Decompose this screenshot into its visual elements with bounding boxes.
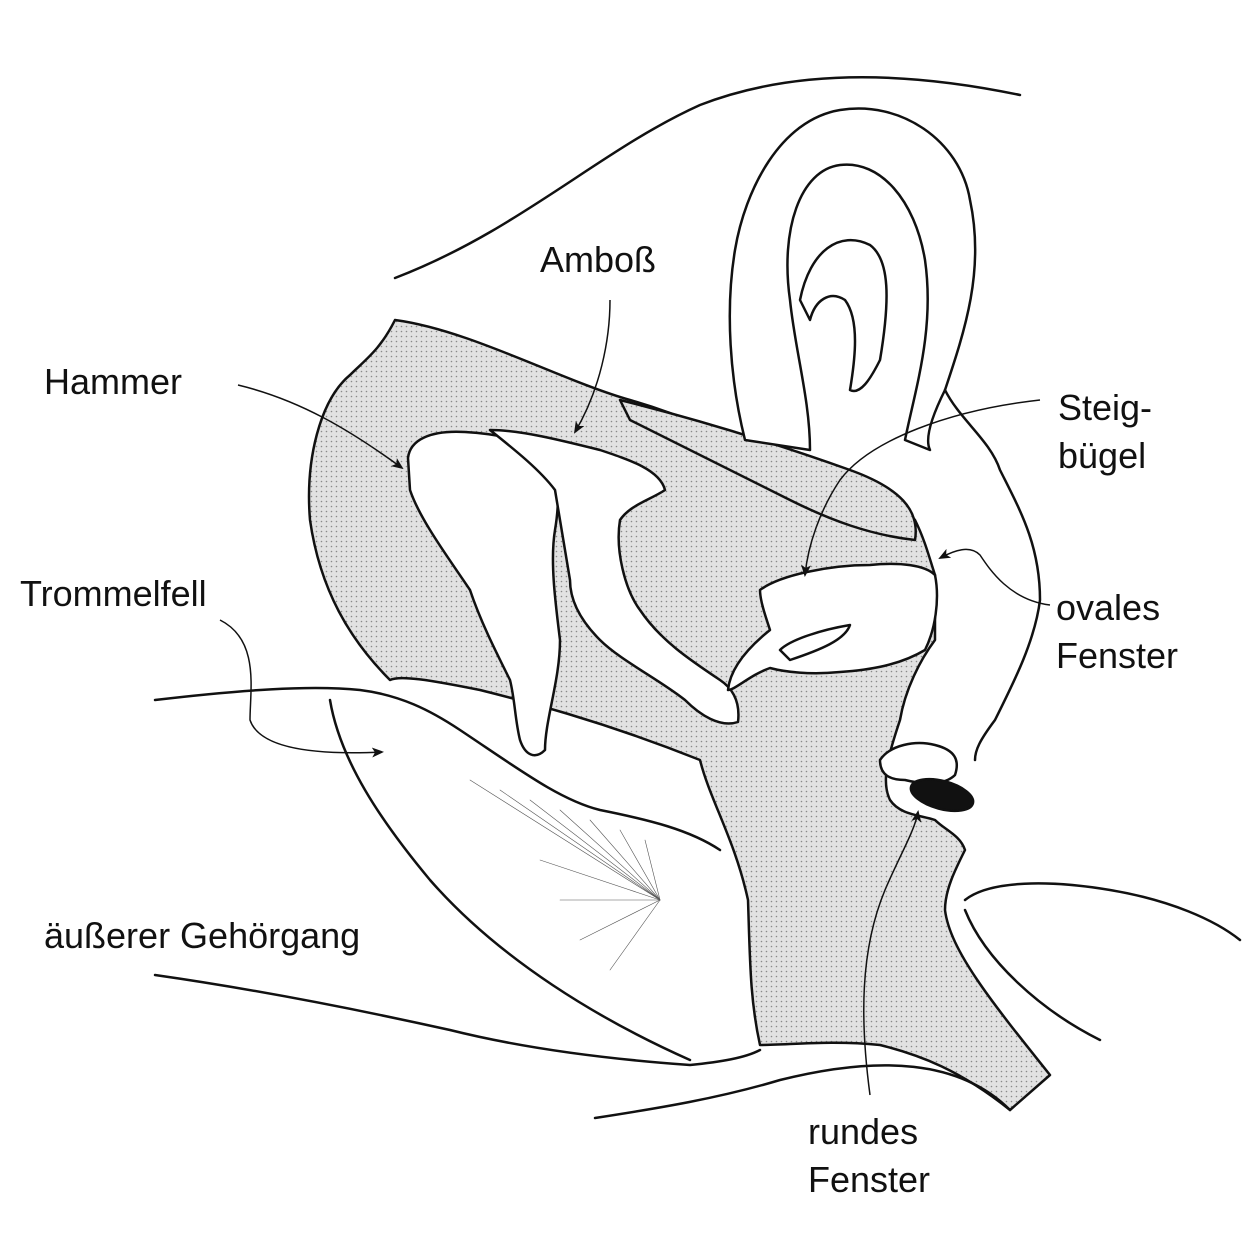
semicircular-canal-inner: [798, 239, 888, 393]
inner-ear-lower-outline: [963, 908, 1102, 1042]
ear-canal-lower-wall: [153, 973, 762, 1067]
steigbuegel-label-line1: Steig-: [1058, 387, 1153, 428]
eardrum: [328, 698, 692, 1062]
rundes-fenster-label-line1: rundes: [808, 1111, 919, 1152]
ear-canal-upper-wall: [153, 686, 722, 852]
round-window-opening: [878, 741, 959, 785]
ovales-fenster-label: ovales Fenster: [1056, 584, 1178, 680]
hammer-label: Hammer: [44, 361, 183, 402]
stirrup-bone: [726, 562, 939, 692]
eardrum-radial-lines: [469, 779, 661, 971]
hammer-leader-arrow: [237, 384, 404, 470]
rundes-fenster-label-line2: Fenster: [808, 1159, 931, 1200]
rundes-fenster-leader-arrow: [863, 810, 922, 1096]
amboss-leader-arrow: [573, 299, 611, 434]
ovales-fenster-leader-arrow: [938, 548, 1051, 606]
round-window-membrane: [909, 777, 975, 813]
ovales-fenster-label-line2: Fenster: [1056, 635, 1179, 676]
ovales-fenster-label-line1: ovales: [1056, 587, 1161, 628]
trommelfell-leader-arrow: [219, 619, 384, 758]
anvil-bone: [488, 428, 740, 725]
inner-ear-outline: [963, 882, 1242, 942]
trommelfell-label: Trommelfell: [20, 573, 207, 614]
steigbuegel-label-line2: bügel: [1058, 435, 1147, 476]
aeusserer-gehoergang-label: äußerer Gehörgang: [44, 915, 361, 956]
steigbuegel-leader-arrow: [801, 399, 1041, 577]
skull-outline-top: [393, 76, 1022, 280]
semicircular-canal: [728, 107, 977, 452]
steigbuegel-label: Steig- bügel: [1058, 384, 1152, 480]
rundes-fenster-label: rundes Fenster: [808, 1108, 930, 1204]
skull-outline-bottom: [593, 1064, 1012, 1120]
amboss-label: Amboß: [540, 239, 657, 280]
skull-outline-right: [943, 388, 1042, 762]
